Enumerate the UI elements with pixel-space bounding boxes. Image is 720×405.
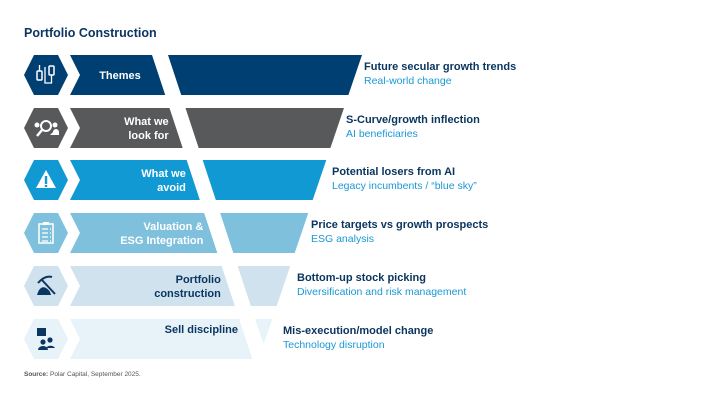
row-3: What we avoid Potential losers from AI Lega…	[24, 160, 477, 200]
source-text: Polar Capital, September 2025.	[50, 371, 141, 378]
hexagon-badge	[24, 55, 68, 95]
funnel-segment	[202, 160, 327, 200]
stage-band	[70, 213, 218, 253]
stage-label-line1: What we	[124, 116, 169, 128]
hexagon-badge	[24, 319, 68, 359]
stage-label: Sell discipline	[165, 324, 238, 336]
warning-icon	[36, 170, 56, 188]
funnel-segment	[255, 319, 273, 344]
clipboard-checklist-icon	[38, 222, 54, 244]
stage-label-line1: What we	[141, 168, 186, 180]
stage-description-title: Price targets vs growth prospects	[311, 219, 488, 231]
stage-description-title: Future secular growth trends	[364, 61, 516, 73]
stage-label: Themes	[99, 70, 141, 82]
search-people-icon	[34, 120, 59, 137]
stage-label-line1: Portfolio	[176, 274, 221, 286]
stage-description-title: Bottom-up stock picking	[297, 272, 426, 284]
row-2: What we look for S-Curve/growth inflection…	[24, 108, 480, 148]
stage-description-subtitle: Legacy incumbents / “blue sky”	[332, 180, 477, 192]
funnel-segment	[237, 266, 291, 306]
stage-description-title: Potential losers from AI	[332, 166, 455, 178]
stage-description-title: S-Curve/growth inflection	[346, 114, 480, 126]
stage-label-line2: ESG Integration	[120, 235, 203, 247]
people-question-icon	[37, 328, 55, 350]
stage-band	[70, 55, 166, 95]
stage-description-subtitle: Technology disruption	[283, 339, 385, 351]
row-6: Sell discipline Mis-execution/model chang…	[24, 319, 433, 359]
stage-description-title: Mis-execution/model change	[283, 325, 433, 337]
stage-band	[70, 160, 200, 200]
row-5: Portfolio construction Bottom-up stock pic…	[24, 266, 466, 306]
row-1: Themes Future secular growth trendsReal-w…	[24, 55, 516, 95]
page-title: Portfolio Construction	[24, 26, 157, 40]
row-4: Valuation & ESG Integration Price targets …	[24, 213, 488, 253]
hexagon-badge	[24, 108, 68, 148]
stage-label-line2: avoid	[157, 182, 186, 194]
source-note: Source: Polar Capital, September 2025.	[24, 371, 141, 378]
hexagon-badge	[24, 266, 68, 306]
pickaxe-icon	[37, 275, 56, 295]
cable-plug-icon	[36, 65, 55, 84]
stage-band	[70, 108, 183, 148]
stage-description-subtitle: Real-world change	[364, 75, 452, 87]
stage-description-subtitle: Diversification and risk management	[297, 286, 466, 298]
stage-band	[70, 319, 253, 359]
source-label: Source:	[24, 371, 48, 378]
funnel-segment	[185, 108, 344, 148]
stage-description-subtitle: ESG analysis	[311, 233, 374, 245]
stage-label-line2: look for	[128, 130, 169, 142]
stage-band	[70, 266, 235, 306]
stage-label-line1: Valuation &	[143, 221, 203, 233]
stage-label-line2: construction	[154, 288, 221, 300]
stage-description-subtitle: AI beneficiaries	[346, 128, 418, 140]
funnel-segment	[220, 213, 309, 253]
funnel-segment	[168, 55, 362, 95]
